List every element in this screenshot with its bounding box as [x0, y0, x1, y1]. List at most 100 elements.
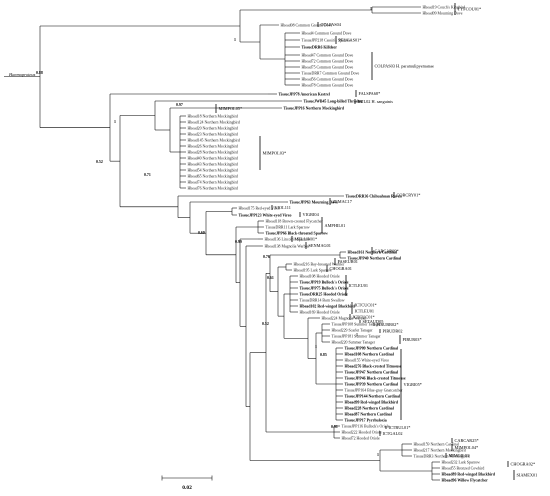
tip-label: TissueJPP16 Northern Mockingbird — [284, 106, 345, 110]
tip-label: TissueJPP66 Black-throated Sparrow — [266, 231, 329, 235]
support-value: 1 — [114, 120, 116, 124]
tip-label: Hbead89 Red-winged Blackbird — [442, 472, 496, 476]
tip-label: TissueJWB45 Long-billed Thrasher — [304, 99, 364, 103]
clade-label: SETAUD05 — [363, 319, 384, 324]
tip-label: Hbead159 Northern Cardinal — [414, 442, 459, 446]
clade-label: ZEMAC17 — [333, 199, 353, 204]
clade-label: MIMGIL03 — [449, 453, 470, 458]
clade-label: VIGRI04 — [303, 212, 320, 217]
tip-label: Hbead54 Northern Mockingbird — [188, 168, 238, 172]
tip-label: TissueJPP09 Northern Cardinal — [345, 346, 399, 350]
tip-label: Hbead136 Lincoln's Sparrow — [265, 237, 311, 241]
tip-label: Hbead216 Bay-breasted Warbler — [294, 262, 346, 266]
tip-label: Hbead96 Willow Flycatcher — [442, 478, 489, 482]
support-value: 0.88 — [36, 71, 43, 75]
clade-label: PIRUDR02 — [383, 329, 403, 334]
tip-label: Hbead40 Northern Mockingbird — [188, 156, 238, 160]
clade-label: FALSPA68* — [359, 91, 381, 96]
clade-label: PEUCAS01* — [339, 38, 362, 43]
clade-label: CORCRY01* — [397, 193, 421, 198]
clade-label: VIGRI05* — [404, 382, 422, 387]
tip-label: Hbead72 Hooded Oriole — [342, 436, 381, 440]
tip-label: Hbead4 Common Ground Dove — [302, 31, 352, 35]
tip-label: Hbead224 Magnolia Warbler — [322, 316, 368, 320]
tip-label: TissueJPP164 Blue-gray Gnatcatcher — [345, 388, 404, 392]
support-value: 0.91 — [331, 425, 338, 429]
tip-label: Hbead217 Northern Mockingbird — [414, 448, 466, 452]
clade-label: VIOL111 — [275, 205, 291, 210]
tip-label: TissueDRR25 Hooded Oriole — [300, 292, 349, 296]
tip-label: Hbead276 Black-crested Titmouse — [345, 364, 402, 368]
tip-label: Hbead108 Northern Cardinal — [345, 352, 395, 356]
clade-label: ICTLEU01 — [349, 283, 369, 288]
tip-label: Hbead175 Red-eyed Vireo — [239, 206, 280, 210]
tip-label: Hbead161 Northern Cardinal — [348, 250, 398, 254]
clade-label: ICTBUL01* — [389, 425, 411, 430]
clade-label: ICTCUC01* — [353, 315, 375, 320]
support-value: 1 — [234, 38, 236, 42]
clade-label: SENMAG01 — [309, 243, 331, 248]
clade-label: PIRUBR02* — [377, 322, 399, 327]
tip-label: Hbead220 Summer Tanager — [332, 340, 376, 344]
support-values: 0.88110.9710.520.710.690.990.760.610.521… — [36, 7, 379, 457]
tip-label: Hbead118 Brown-crested Flycatcher — [266, 219, 324, 223]
support-value: 0.52 — [96, 160, 103, 164]
tip-label: Hbead228 Northern Cardinal — [345, 406, 395, 410]
clade-label: PASEUR01 — [338, 259, 358, 264]
tip-label: Hbead124 Northern Mockingbird — [188, 120, 240, 124]
tip-label: TissueDRR14 Barn Swallow — [300, 298, 345, 302]
tip-label: Hbead20 Northern Mockingbird — [188, 126, 238, 130]
tip-label: Hbead43 Northern Mockingbird — [188, 162, 238, 166]
tip-label: Hbead145 Northern Mockingbird — [188, 138, 240, 142]
tree-branches — [4, 6, 440, 481]
clade-label: PIRUR03* — [403, 337, 422, 342]
support-value: 0.99 — [235, 240, 242, 244]
tip-label: Hbead108 Hooded Oriole — [300, 274, 340, 278]
support-value: 1 — [356, 333, 358, 337]
tip-label: TissueJPP47 Northern Cardinal — [345, 370, 399, 374]
clade-label: COLPAS03 H. paramulipyemanae — [375, 64, 434, 69]
support-value: 1 — [377, 453, 379, 457]
clade-label: SIAMEX01 — [517, 473, 538, 478]
tip-label: Hbead76 Northern Mockingbird — [188, 186, 238, 190]
tip-label: Hbead56 Common Ground Dove — [302, 77, 354, 81]
tip-label: TissueJPP40 Northern Cardinal — [348, 256, 402, 260]
tip-label: Hbead28 Northern Mockingbird — [188, 150, 238, 154]
tip-label: Hbead08 Common Ground Dove — [281, 23, 333, 27]
support-value: 0.69 — [198, 231, 205, 235]
scale-bar-label: 0.02 — [182, 485, 192, 491]
tip-label: TissueJPP75 Bullock's Oriole — [300, 286, 349, 290]
tip-label: Hbead87 Northern Cardinal — [345, 412, 393, 416]
clade-label: CARCAR09* — [375, 249, 399, 254]
support-value: 0.52 — [262, 322, 269, 326]
tip-label: TissueJPP108 Summer Tanager — [332, 322, 382, 326]
tip-label: TissueDRR3 Northern Mockingbird — [414, 454, 470, 458]
tip-label: Hbead155 White-eyed Vireo — [345, 358, 390, 362]
tip-label: Hbead102 Red-winged Blackbird — [300, 304, 356, 308]
tip-label: TissueJPP123 White-eyed Vireo — [239, 213, 292, 217]
tip-label: TissueJPP144 Northern Cardinal — [345, 394, 401, 398]
support-value: 0.61 — [267, 276, 274, 280]
tip-label: Hbead19 Couch's Kingbird — [423, 5, 465, 9]
tip-label: Hbead18 Northern Mockingbird — [188, 114, 238, 118]
clade-label: MELLIN01* — [295, 237, 318, 242]
support-value: 1 — [370, 7, 372, 11]
tip-label: Hbead47 Common Ground Dove — [302, 53, 354, 57]
clade-label: MIMPOL05* — [219, 106, 243, 111]
tip-label: TissueJPP39 Northern Cardinal — [345, 382, 399, 386]
clade-label: MIMPOL03* — [263, 151, 287, 156]
tip-label: TissueJPP218 Cassin's Sparrow — [302, 38, 352, 42]
tip-label: TissueJPP63 Mourning Dove — [290, 200, 339, 204]
support-value: 0.85 — [320, 353, 327, 357]
tip-label: Hbead138 Magnolia Warbler — [265, 244, 311, 248]
tip-label: Hbead72 Common Ground Dove — [302, 59, 354, 63]
tip-label: TissueJPP181 Summer Tanager — [332, 334, 382, 338]
tip-label: TissueJPP78 American Kestrel — [279, 92, 331, 96]
tip-label: Hbead78 Common Ground Dove — [302, 83, 354, 87]
tip-label: TissueDRR6 Killdeer — [302, 45, 338, 49]
tip-label: Hbead222 Hooded Oriole — [342, 430, 382, 434]
tip-label: TissueJPP19 Bullock's Oriole — [300, 280, 349, 284]
